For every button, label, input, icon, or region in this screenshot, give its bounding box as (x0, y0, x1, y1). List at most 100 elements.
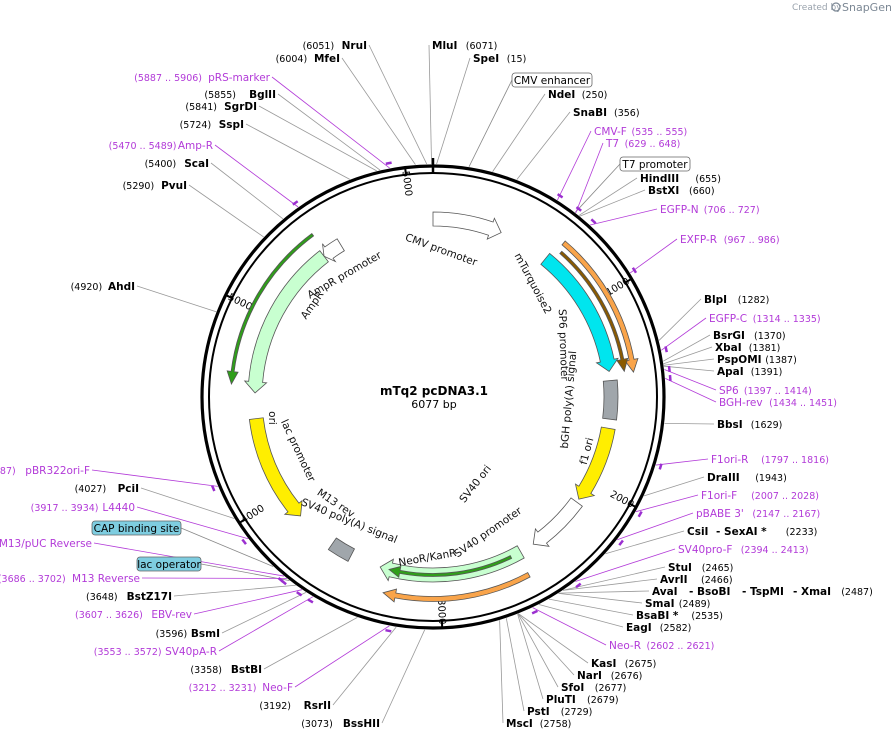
enzyme-site-xmai[interactable]: - XmaI(2487) (793, 586, 873, 598)
enzyme-site-bsshii[interactable]: BssHII(3073) (301, 718, 380, 730)
leader-line (517, 613, 544, 700)
enzyme-site-hindiii[interactable]: HindIII(655) (640, 173, 721, 185)
enzyme-site-nari[interactable]: NarI(2676) (577, 670, 642, 682)
primer-ebv-rev[interactable]: EBV-rev(3607 .. 3626) (75, 591, 303, 621)
primer-prs-marker[interactable]: pRS-marker(5887 .. 5906) (134, 72, 392, 165)
primer-mark (667, 365, 671, 373)
feature-box-t7-promoter (619, 156, 691, 172)
primer-mark (658, 463, 663, 470)
enzyme-position: (2758) (540, 719, 572, 730)
enzyme-site-spei[interactable]: SpeI(15) (473, 53, 526, 65)
primer-position: (2147 .. 2167) (752, 509, 820, 520)
enzyme-site-bbsi[interactable]: BbsI(1629) (717, 419, 782, 431)
primer-f1ori-f[interactable]: F1ori-F(2007 .. 2028) (637, 490, 819, 518)
enzyme-position: (655) (695, 174, 721, 185)
enzyme-name: StuI (668, 562, 692, 574)
enzyme-site-ahdi[interactable]: AhdI(4920) (71, 281, 135, 293)
enzyme-site-eagi[interactable]: EagI(2582) (626, 622, 691, 634)
enzyme-name: PluTI (546, 694, 576, 706)
primer-l4440[interactable]: L4440(3917 .. 3934) (31, 502, 247, 545)
leader-line (277, 93, 381, 171)
enzyme-site-bstbi[interactable]: BstBI(3358) (190, 664, 262, 676)
enzyme-site-msci[interactable]: MscI (2758) (506, 718, 571, 730)
tick-label: 5000 (400, 170, 414, 197)
primer-f1ori-r[interactable]: F1ori-R(1797 .. 1816) (658, 454, 829, 470)
primer-mark (210, 485, 216, 492)
enzyme-site-mlui[interactable]: MluI(6071) (432, 40, 497, 52)
enzyme-site-bsrgi[interactable]: BsrGI(1370) (713, 330, 786, 342)
enzyme-site-rsrii[interactable]: RsrII(3192) (259, 700, 331, 712)
leader-line (136, 506, 249, 540)
enzyme-site-avai[interactable]: AvaI (652, 586, 678, 598)
primer-egfp-c[interactable]: EGFP-C(1314 .. 1335) (664, 313, 821, 353)
enzyme-name: MscI (506, 718, 533, 730)
leader-line (635, 494, 699, 513)
primer-name: Neo-F (262, 682, 293, 694)
primer-t7[interactable]: T7(629 .. 648) (575, 138, 681, 212)
primer-pbabe-3[interactable]: pBABE 3'(2147 .. 2167) (618, 508, 820, 546)
primer-cmv-f[interactable]: CMV-F(535 .. 555) (556, 126, 688, 199)
primer-name: pBR322ori-F (25, 465, 90, 477)
enzyme-site-smai[interactable]: SmaI(2489) (645, 598, 710, 610)
leader-line (578, 177, 638, 216)
enzyme-site-tspmi[interactable]: - TspMI (742, 586, 784, 598)
primer-neo-r[interactable]: Neo-R(2602 .. 2621) (531, 609, 714, 652)
enzyme-site-xbai[interactable]: XbaI(1381) (715, 342, 780, 354)
enzyme-site-psti[interactable]: PstI(2729) (527, 706, 592, 718)
primer-neo-f[interactable]: Neo-F(3212 .. 3231) (189, 628, 392, 694)
enzyme-site-bsobi[interactable]: - BsoBI (689, 586, 730, 598)
enzyme-site-sgrdi[interactable]: SgrDI(5841) (185, 101, 257, 113)
primer-m13-reverse[interactable]: M13 Reverse(3686 .. 3702) (0, 573, 287, 586)
enzyme-position: (6071) (466, 41, 498, 52)
enzyme-site-bstz17i[interactable]: BstZ17I(3648) (86, 591, 172, 603)
enzyme-site-bsabi[interactable]: BsaBI *(2535) (636, 610, 723, 622)
enzyme-site-nrui[interactable]: NruI(6051) (303, 40, 367, 52)
primer-pbr322ori-f[interactable]: pBR322ori-F(4168 .. 4187) (0, 465, 216, 492)
enzyme-site-draiii[interactable]: DraIII(1943) (707, 472, 787, 484)
leader-line (428, 44, 432, 165)
enzyme-site-avrii[interactable]: AvrII(2466) (660, 574, 733, 586)
enzyme-site-blpi[interactable]: BlpI(1282) (704, 294, 769, 306)
enzyme-site-ndei[interactable]: NdeI(250) (548, 89, 607, 101)
primer-bgh-rev[interactable]: BGH-rev(1434 .. 1451) (668, 374, 837, 409)
enzyme-site-pspomi[interactable]: PspOMI(1387) (717, 354, 797, 366)
primer-exfp-r[interactable]: EXFP-R(967 .. 986) (631, 234, 780, 274)
enzyme-site-bstxi[interactable]: BstXI(660) (648, 185, 715, 197)
primer-mark (241, 538, 247, 545)
leader-line (538, 604, 624, 628)
feature-label-cmv-promoter: CMV promoter (403, 232, 479, 269)
enzyme-site-sexai[interactable]: - SexAI *(2233) (716, 526, 817, 538)
primer-sv40pro-f[interactable]: SV40pro-F(2394 .. 2413) (575, 544, 809, 589)
enzyme-site-pcii[interactable]: PciI(4027) (75, 483, 139, 495)
enzyme-site-bsmi[interactable]: BsmI(3596) (156, 628, 220, 640)
primer-sv40pa-r[interactable]: SV40pA-R(3553 .. 3572) (94, 598, 314, 658)
enzyme-site-pvui[interactable]: PvuI(5290) (123, 180, 187, 192)
enzyme-site-sspi[interactable]: SspI(5724) (180, 119, 244, 131)
enzyme-site-stui[interactable]: StuI(2465) (668, 562, 733, 574)
feature-label-sv40-poly-a-signal: SV40 poly(A) signal (299, 496, 399, 546)
leader-line (532, 607, 607, 646)
enzyme-name: NdeI (548, 89, 575, 101)
enzyme-site-csii[interactable]: CsiI (687, 526, 708, 538)
primer-mark (307, 598, 314, 604)
enzyme-site-bglii[interactable]: BglII(5855) (204, 89, 276, 101)
enzyme-site-snabi[interactable]: SnaBI(356) (573, 107, 640, 119)
enzyme-site-sfoi[interactable]: SfoI(2677) (561, 682, 626, 694)
enzyme-site-mfei[interactable]: MfeI(6004) (276, 53, 340, 65)
primer-position: (5887 .. 5906) (134, 73, 202, 84)
enzyme-site-pluti[interactable]: PluTI(2679) (546, 694, 619, 706)
enzyme-site-kasi[interactable]: KasI(2675) (591, 658, 656, 670)
primer-egfp-n[interactable]: EGFP-N(706 .. 727) (590, 204, 760, 225)
enzyme-site-scai[interactable]: ScaI(5400) (145, 158, 209, 170)
primer-mark (292, 200, 299, 206)
enzyme-position: (5841) (185, 102, 217, 113)
enzyme-site-apai[interactable]: ApaI(1391) (717, 366, 782, 378)
leader-line (136, 285, 217, 313)
primer-sp6[interactable]: SP6(1397 .. 1414) (667, 365, 812, 397)
primer-position: (706 .. 727) (704, 205, 760, 216)
credit-brand: SnapGene (842, 1, 891, 14)
primer-mark (556, 193, 564, 199)
primer-amp-r[interactable]: Amp-R(5470 .. 5489) (109, 140, 299, 206)
feature-cmv-enhancer-arrow (432, 211, 502, 240)
feature-mturquoise2 (540, 252, 619, 373)
